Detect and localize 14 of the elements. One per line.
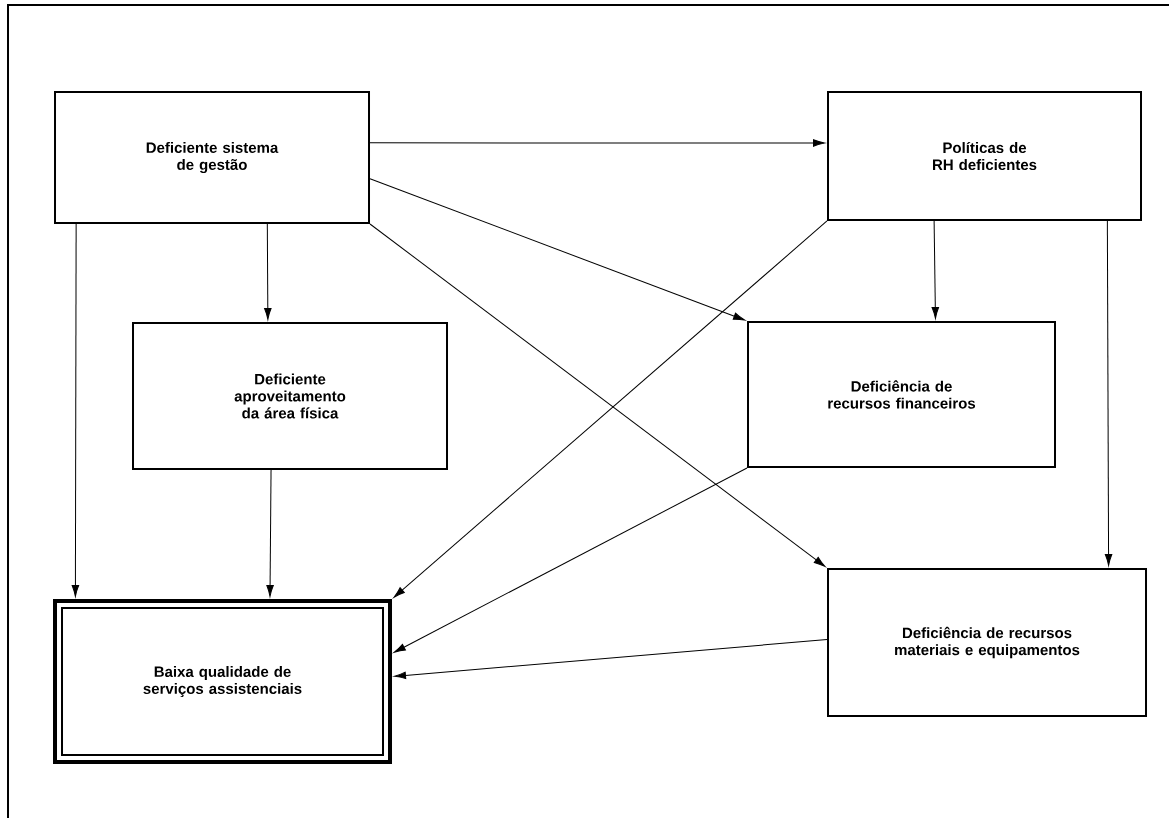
outcome-box: Baixa qualidade de serviços assistenciais [53,599,392,764]
arrow [266,469,274,597]
cause-box: Deficiente aproveitamento da área física [132,322,448,470]
arrow [71,223,80,597]
cause-box: Deficiência de recursos financeiros [747,321,1056,468]
cause-box: Deficiência de recursos materiais e equipamentos [827,568,1147,717]
arrow [264,223,272,320]
arrow [369,178,745,321]
cause-box: Deficiente sistema de gestão [54,91,370,224]
arrow [393,467,748,653]
arrow [1104,220,1113,566]
cause-box: Políticas de RH deficientes [827,91,1142,221]
arrow [369,139,825,147]
arrow [394,639,828,680]
